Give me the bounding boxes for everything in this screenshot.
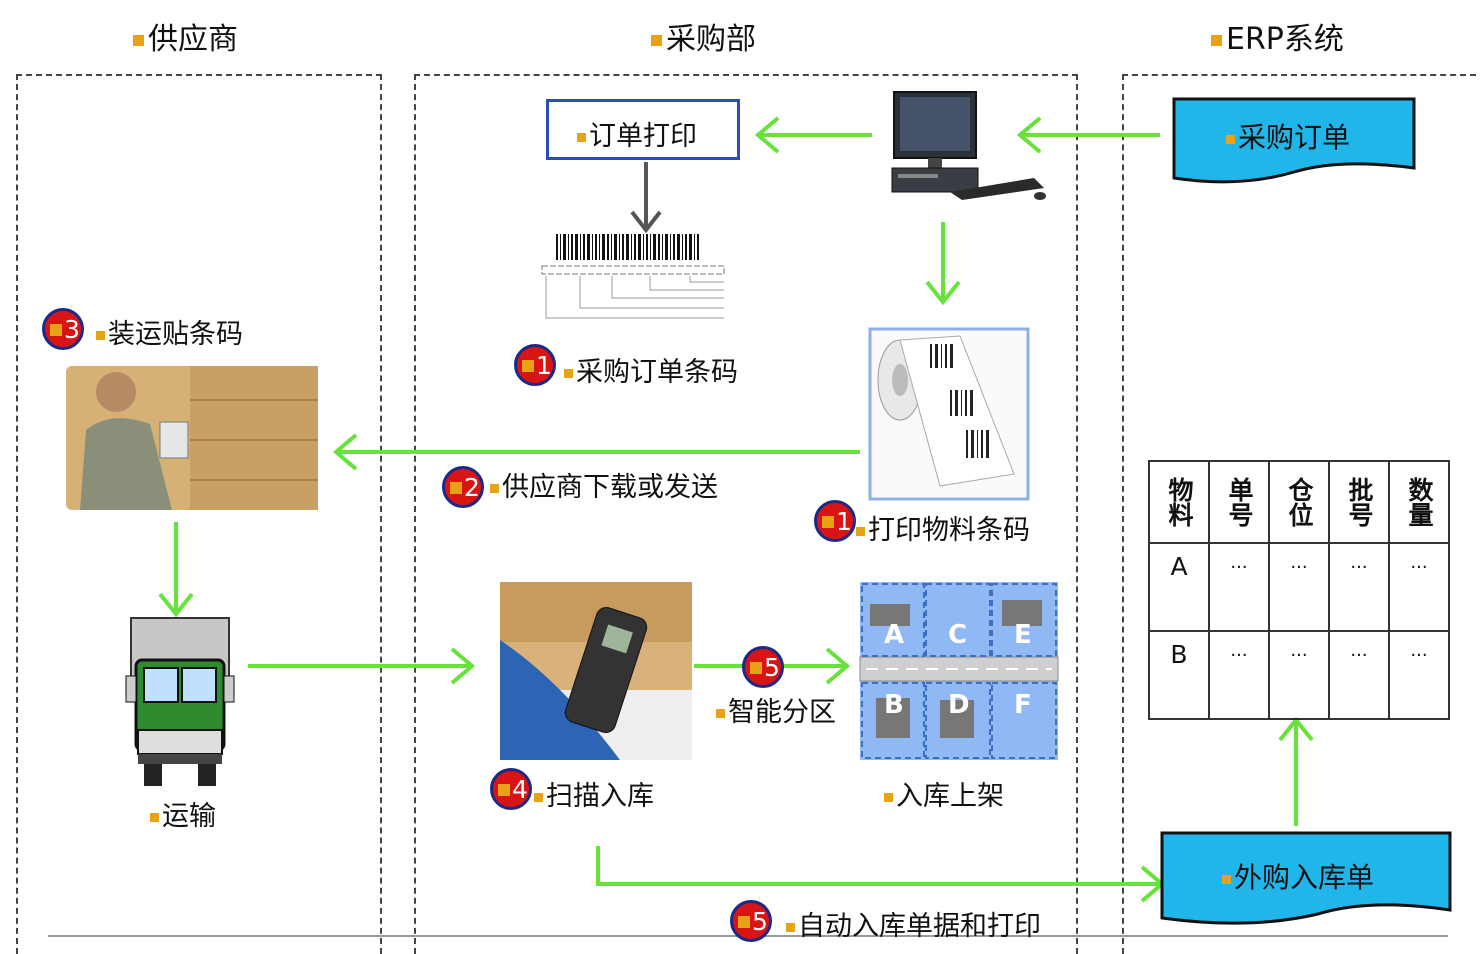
arrow-scan-to-erp — [596, 846, 1160, 886]
badge-print-material: 1 — [814, 500, 856, 542]
smart-zoning-label: 智能分区 — [716, 690, 836, 729]
lane-title-purchasing-text: 采购部 — [666, 22, 756, 57]
lane-erp — [1122, 74, 1476, 954]
purchase-order-label: 采购订单 — [1226, 116, 1350, 156]
zone-label-c: C — [948, 620, 968, 650]
smart-zoning-text: 智能分区 — [728, 697, 836, 728]
order-print-label: 订单打印 — [577, 114, 697, 153]
badge-auto-inbound: 5 — [730, 900, 772, 942]
badge-smart-zoning-num: 5 — [764, 653, 780, 682]
po-barcode-icon — [541, 234, 725, 319]
arrow-print-to-barcode-head — [630, 210, 662, 234]
ship-label-text: 装运贴条码 — [108, 319, 243, 350]
badge-ship-label-num: 3 — [64, 315, 80, 344]
warehouse-zones — [859, 582, 1059, 760]
order-print-box: 订单打印 — [546, 99, 740, 160]
purchase-order-doc-shape — [1172, 97, 1416, 184]
shelving-label: 入库上架 — [884, 774, 1004, 813]
erp-table: 物料 单号 仓位 批号 数量 A ... ... ... ... B ... .… — [1148, 460, 1450, 720]
zone-label-d: D — [948, 690, 970, 720]
lane-title-supplier: 供应商 — [133, 14, 238, 58]
erp-header-cell: 物料 — [1148, 460, 1210, 544]
arrow-inbound-to-table-head — [1278, 716, 1314, 742]
erp-cell: ... — [1388, 542, 1450, 632]
inbound-doc-shape — [1160, 831, 1452, 925]
label-roll-icon — [868, 327, 1030, 501]
badge-po-barcode-num: 1 — [536, 351, 552, 380]
badge-scan-inbound-num: 4 — [512, 775, 528, 804]
zone-label-f: F — [1014, 690, 1032, 720]
lane-title-purchasing: 采购部 — [651, 14, 756, 58]
flow-arrows — [158, 116, 1314, 903]
lane-title-supplier-text: 供应商 — [148, 22, 238, 57]
lane-supplier — [16, 74, 382, 954]
computer-icon — [891, 91, 1046, 200]
inbound-doc-text: 外购入库单 — [1234, 861, 1375, 894]
order-print-text: 订单打印 — [589, 121, 697, 152]
purchase-order-text: 采购订单 — [1238, 121, 1351, 154]
arrow-scan-to-zones-head — [825, 647, 851, 685]
arrow-truck-to-scan-head — [450, 647, 476, 685]
scan-inbound-text: 扫描入库 — [546, 781, 654, 812]
auto-inbound-text: 自动入库单据和打印 — [798, 911, 1041, 942]
badge-supplier-download: 2 — [442, 466, 484, 508]
badge-supplier-download-num: 2 — [464, 473, 480, 502]
print-material-text: 打印物料条码 — [868, 515, 1030, 546]
arrow-computer-to-labels-head — [925, 280, 961, 306]
badge-ship-label: 3 — [42, 308, 84, 350]
po-barcode-label: 采购订单条码 — [564, 350, 738, 389]
print-material-label: 打印物料条码 — [856, 508, 1030, 547]
arrow-po-to-computer-head — [1016, 116, 1042, 154]
zone-label-b: B — [884, 690, 904, 720]
erp-header-cell: 仓位 — [1268, 460, 1330, 544]
shelving-text: 入库上架 — [896, 781, 1004, 812]
erp-cell: ... — [1328, 630, 1390, 720]
badge-print-material-num: 1 — [836, 507, 852, 536]
lane-title-erp: ERP系统 — [1211, 14, 1344, 58]
truck-icon — [125, 617, 235, 786]
erp-cell: A — [1148, 542, 1210, 632]
inbound-doc-label: 外购入库单 — [1222, 856, 1374, 896]
arrow-labels-to-supplier-head — [332, 433, 358, 471]
erp-table-header: 物料 单号 仓位 批号 数量 — [1148, 460, 1450, 544]
transport-text: 运输 — [162, 801, 216, 832]
supplier-download-text: 供应商下载或发送 — [502, 472, 718, 503]
erp-cell: ... — [1388, 630, 1450, 720]
erp-cell: ... — [1268, 542, 1330, 632]
lane-purchasing — [414, 74, 1078, 954]
erp-header-cell: 单号 — [1208, 460, 1270, 544]
ship-label-label: 装运贴条码 — [96, 312, 243, 351]
erp-header-cell: 数量 — [1388, 460, 1450, 544]
badge-auto-inbound-num: 5 — [752, 907, 768, 936]
table-row: B ... ... ... ... — [1148, 630, 1450, 720]
arrow-supplier-to-truck-head — [158, 592, 194, 618]
auto-inbound-label: 自动入库单据和打印 — [786, 904, 1041, 943]
scan-inbound-label: 扫描入库 — [534, 774, 654, 813]
erp-cell: B — [1148, 630, 1210, 720]
erp-cell: ... — [1208, 630, 1270, 720]
transport-label: 运输 — [150, 794, 216, 833]
scanner-photo — [500, 582, 692, 760]
badge-scan-inbound: 4 — [490, 768, 532, 810]
supplier-download-label: 供应商下载或发送 — [490, 470, 726, 506]
zone-label-e: E — [1014, 620, 1032, 650]
worker-photo — [66, 366, 318, 510]
erp-header-cell: 批号 — [1328, 460, 1390, 544]
erp-cell: ... — [1268, 630, 1330, 720]
arrow-computer-to-print-head — [754, 116, 780, 154]
lane-title-erp-text: ERP系统 — [1226, 22, 1344, 57]
badge-smart-zoning: 5 — [742, 646, 784, 688]
badge-po-barcode: 1 — [514, 344, 556, 386]
erp-cell: ... — [1208, 542, 1270, 632]
erp-cell: ... — [1328, 542, 1390, 632]
po-barcode-text: 采购订单条码 — [576, 357, 738, 388]
zone-label-a: A — [884, 620, 905, 650]
table-row: A ... ... ... ... — [1148, 542, 1450, 632]
